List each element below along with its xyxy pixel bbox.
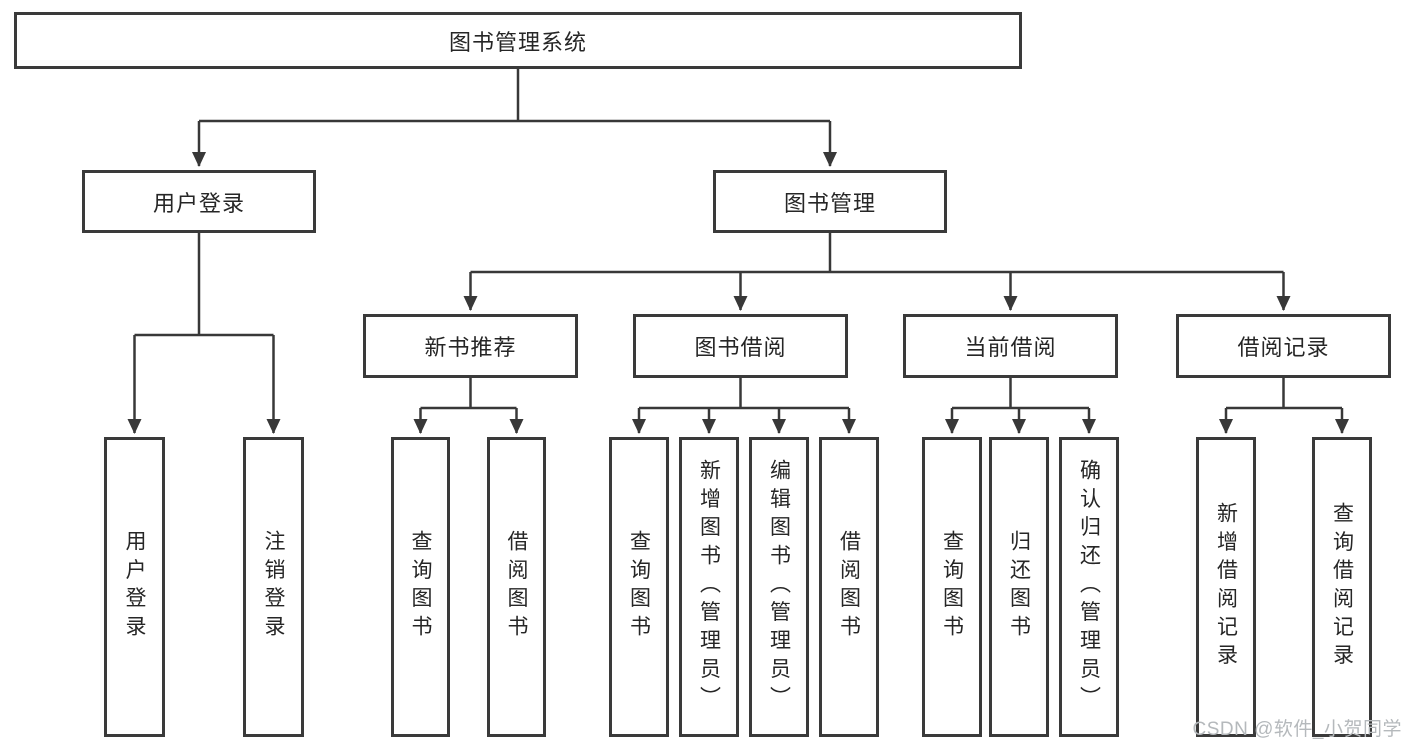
leaf-logout: 注销登录 xyxy=(243,437,304,737)
leaf-bb-edit-books-admin: 编辑图书（管理员） xyxy=(749,437,809,737)
node-book-borrowing: 图书借阅 xyxy=(633,314,848,378)
node-new-book-recommendation: 新书推荐 xyxy=(363,314,578,378)
leaf-cb-query-books: 查询图书 xyxy=(922,437,982,737)
node-new-book-recommendation-label: 新书推荐 xyxy=(424,335,517,360)
leaf-nbr-borrow-books: 借阅图书 xyxy=(487,437,546,737)
leaf-user-login-label: 用户登录 xyxy=(123,530,146,644)
leaf-bb-add-books-admin-label: 新增图书（管理员） xyxy=(697,459,721,715)
leaf-cb-query-books-label: 查询图书 xyxy=(940,530,964,644)
leaf-bb-borrow-books-label: 借阅图书 xyxy=(837,530,861,644)
leaf-br-add-record: 新增借阅记录 xyxy=(1196,437,1256,737)
leaf-bb-query-books: 查询图书 xyxy=(609,437,669,737)
leaf-bb-edit-books-admin-label: 编辑图书（管理员） xyxy=(767,459,791,715)
leaf-nbr-query-books: 查询图书 xyxy=(391,437,450,737)
node-current-borrowing: 当前借阅 xyxy=(903,314,1118,378)
node-book-management-label: 图书管理 xyxy=(783,190,876,216)
leaf-br-query-record-label: 查询借阅记录 xyxy=(1330,501,1354,673)
node-book-borrowing-label: 图书借阅 xyxy=(694,335,787,360)
leaf-br-query-record: 查询借阅记录 xyxy=(1312,437,1372,737)
node-book-management: 图书管理 xyxy=(713,170,947,233)
leaf-cb-return-books-label: 归还图书 xyxy=(1007,530,1031,644)
leaf-nbr-query-books-label: 查询图书 xyxy=(409,530,432,644)
node-user-login: 用户登录 xyxy=(82,170,316,233)
leaf-nbr-borrow-books-label: 借阅图书 xyxy=(505,530,528,644)
leaf-bb-borrow-books: 借阅图书 xyxy=(819,437,879,737)
csdn-watermark: CSDN @软件_小贺同学 xyxy=(1192,719,1402,740)
node-borrowing-records-label: 借阅记录 xyxy=(1237,335,1330,360)
node-borrowing-records: 借阅记录 xyxy=(1176,314,1391,378)
node-user-login-label: 用户登录 xyxy=(152,190,245,216)
leaf-logout-label: 注销登录 xyxy=(262,530,285,644)
node-root: 图书管理系统 xyxy=(14,12,1022,69)
leaf-cb-confirm-return-admin: 确认归还（管理员） xyxy=(1059,437,1119,737)
leaf-cb-return-books: 归还图书 xyxy=(989,437,1049,737)
leaf-user-login: 用户登录 xyxy=(104,437,165,737)
node-root-label: 图书管理系统 xyxy=(448,29,587,55)
leaf-bb-add-books-admin: 新增图书（管理员） xyxy=(679,437,739,737)
leaf-cb-confirm-return-admin-label: 确认归还（管理员） xyxy=(1077,459,1101,715)
node-current-borrowing-label: 当前借阅 xyxy=(964,335,1057,360)
leaf-bb-query-books-label: 查询图书 xyxy=(627,530,651,644)
leaf-br-add-record-label: 新增借阅记录 xyxy=(1214,501,1238,673)
